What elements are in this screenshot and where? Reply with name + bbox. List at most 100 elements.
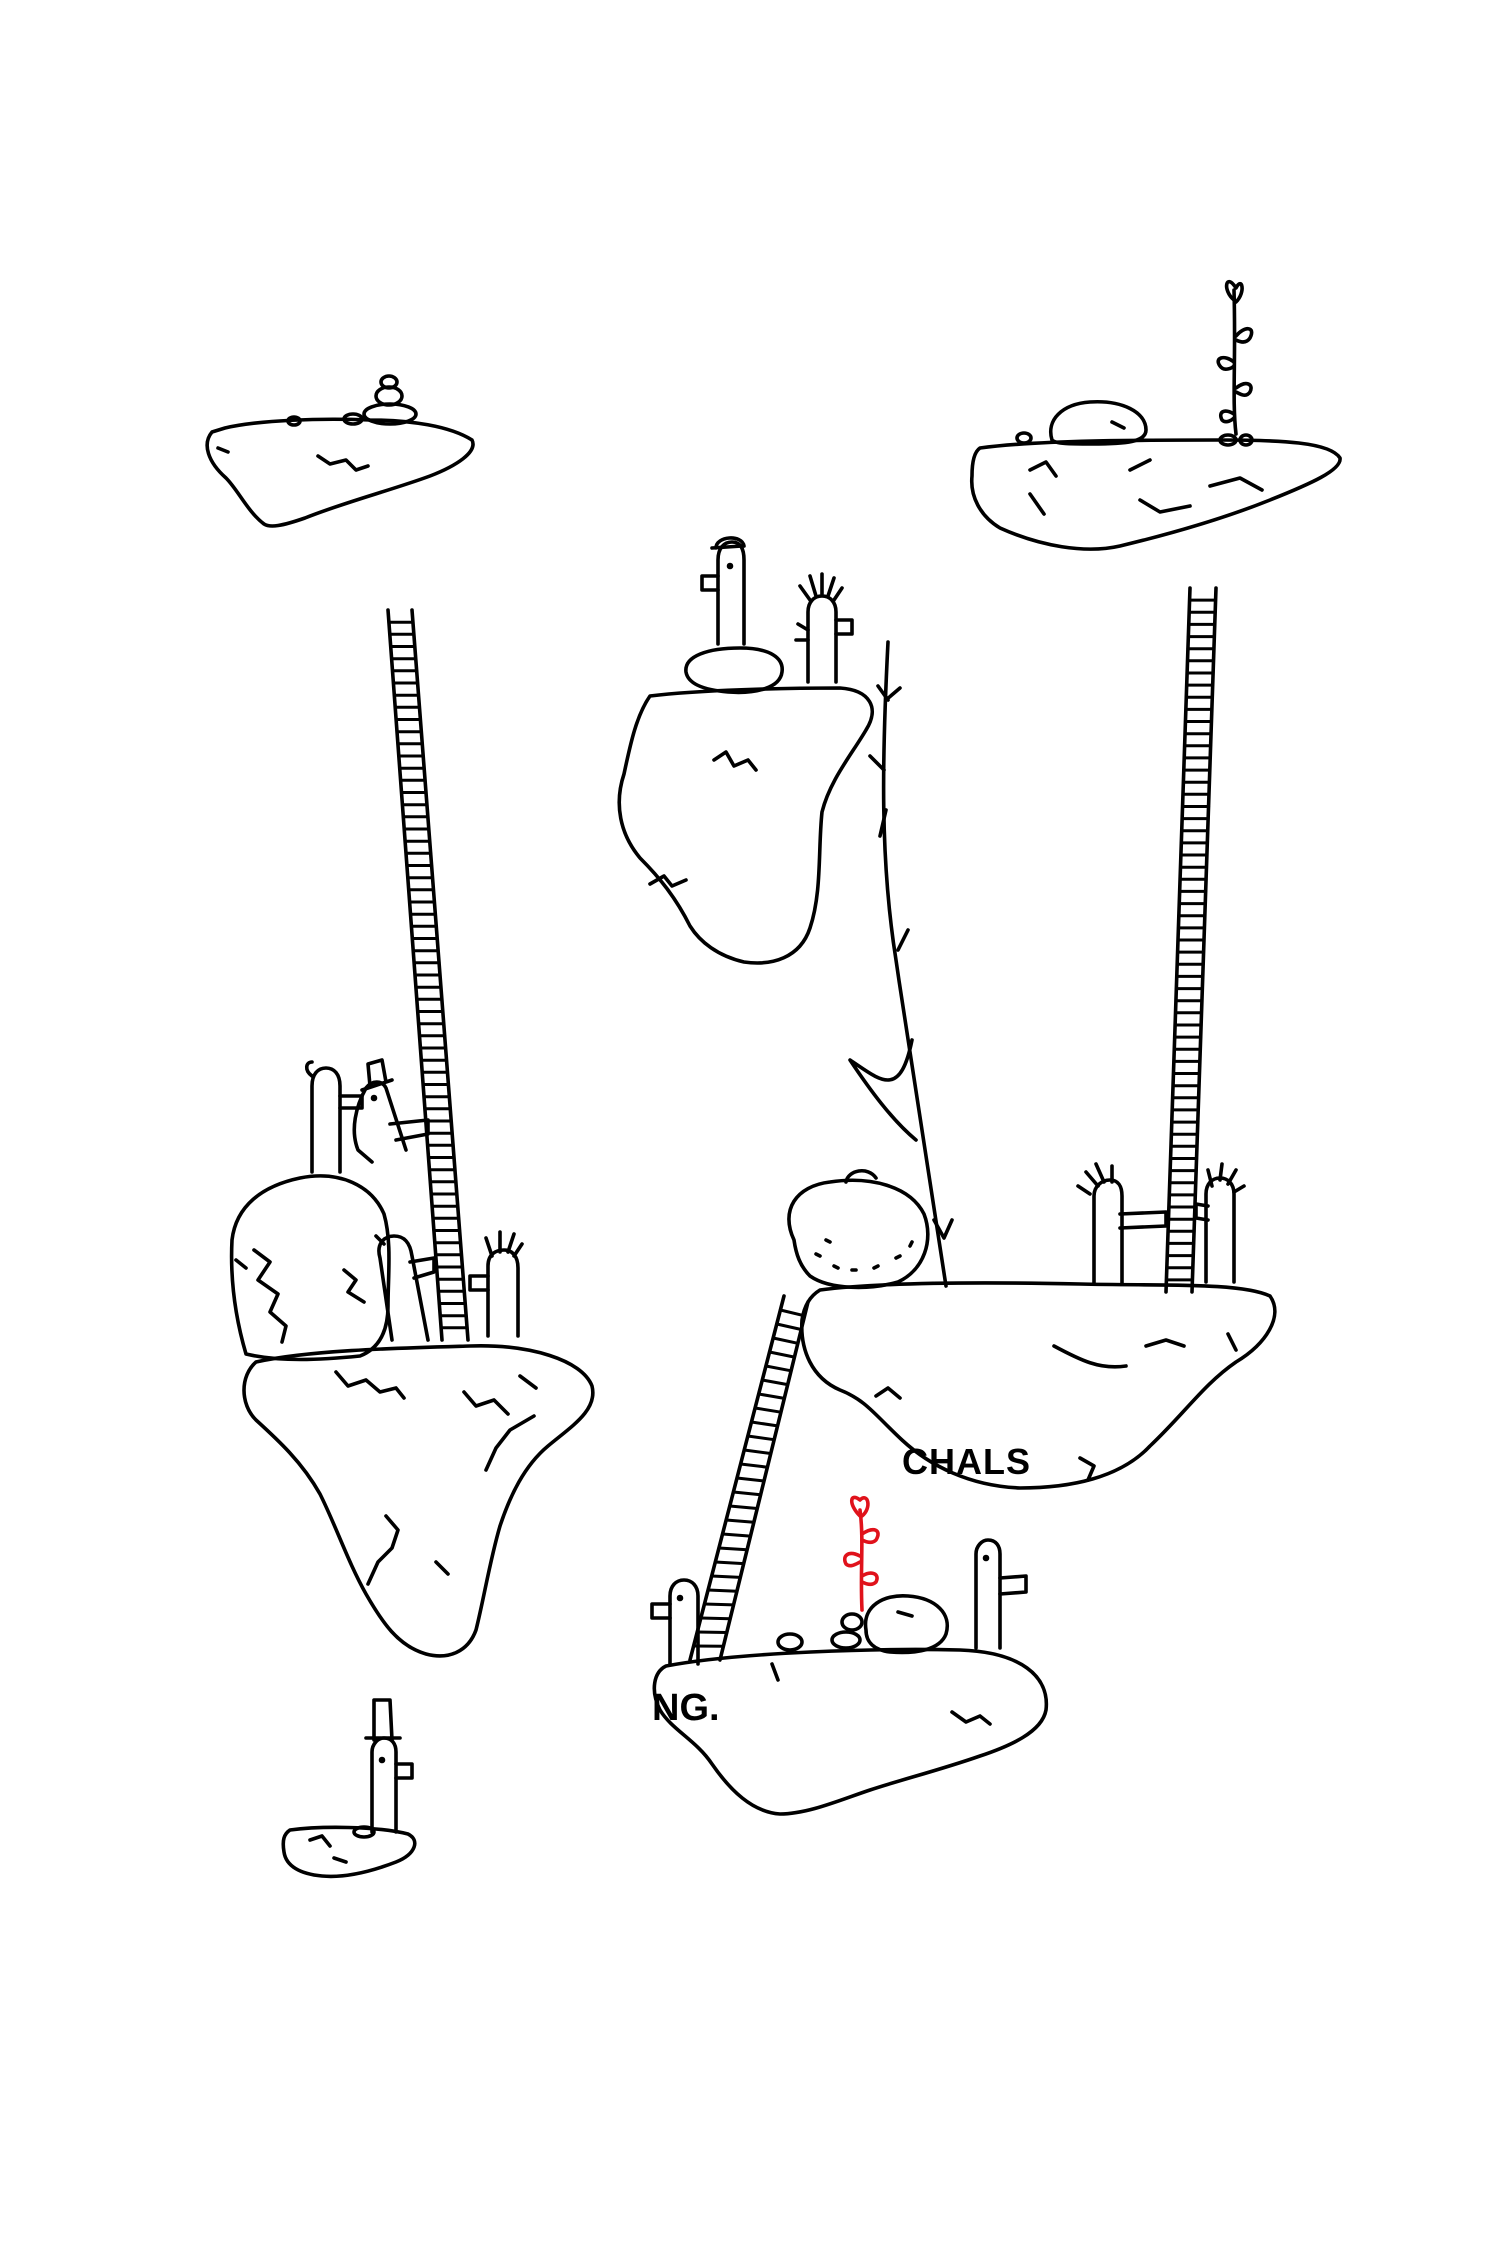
ladder-rungs [692,1308,807,1648]
small-bottom-left-island [281,1825,417,1879]
ladder-rungs [387,620,469,1330]
left-tall-ladder [386,608,470,1342]
ladder-rungs [1164,598,1218,1282]
large-boulder [229,1174,391,1362]
right-middle-island-crack [1144,1338,1186,1348]
person-body [668,1578,700,1666]
boulder-crack [896,1610,914,1618]
person-eye [370,1094,378,1102]
person-arm [794,622,810,642]
person-hair [798,572,844,602]
tall-tree [848,640,954,1288]
red-sprout-leaf [860,1571,879,1587]
top-right-island-rock [969,438,1342,551]
right-middle-island-crack [1078,1456,1096,1482]
person-body [1092,1178,1124,1286]
person-body [377,1234,430,1342]
top-middle-island-crack [712,750,758,772]
top-middle-island-crack [648,874,688,888]
right-middle-island-crack [874,1386,902,1400]
sapling-leaf [1224,279,1244,304]
person-eye [726,562,734,570]
sapling-leaf [1218,409,1236,424]
person-arm [388,1118,430,1142]
person-bottom-left [650,1578,700,1666]
pebble [342,412,364,426]
right-tall-ladder [1164,586,1218,1294]
person-hair [304,1060,314,1078]
person-hat [364,1698,402,1742]
boulder-top-stone [844,1169,878,1184]
tree-trunk [881,640,948,1288]
person-arm [1194,1202,1210,1222]
top-middle-island-rock [617,686,874,965]
right-middle-island-crack [1052,1344,1128,1369]
pebble [776,1632,804,1652]
left-middle-island-rock [242,1344,595,1658]
person-hair [484,1230,524,1258]
person-cap [710,536,746,550]
small-island-crack [332,1856,348,1864]
person-spiky-hair [794,572,854,684]
tree-branch [884,686,902,702]
person-body [486,1248,520,1338]
red-sprout-leaf [849,1495,870,1518]
person-nose [468,1274,490,1292]
person-nose [338,1094,364,1110]
top-left-island-crack [316,454,370,472]
small-island-crack [308,1834,332,1848]
pebble [1015,431,1033,445]
person-eye [676,1594,684,1602]
person-body [310,1066,342,1174]
pebble [1238,433,1254,447]
person-hair [374,1234,386,1246]
pebble [830,1630,862,1650]
person-holding-ladder-right [1194,1162,1246,1284]
boulder [863,1594,949,1655]
person-eye [982,1554,990,1562]
tree-branch [932,1218,954,1240]
right-middle-island-rock [800,1281,1277,1490]
round-boulder [787,1178,930,1290]
boulder-shading [1110,420,1126,430]
sapling-leaf [1234,381,1253,397]
person-holding-ladder-left [1076,1162,1168,1286]
person-body [974,1538,1002,1650]
tree-branch [896,928,910,952]
sapling-stem [1232,288,1238,436]
left-middle-island-crack [462,1390,510,1416]
right-middle-island-crack [1226,1332,1238,1352]
pebble [1218,433,1238,447]
middle-island-text: CHALS [902,1441,1031,1482]
person-bottom-right [974,1538,1028,1650]
top-middle-island [617,646,874,965]
person-tall-hat [364,1698,414,1834]
pebble [352,1825,376,1839]
bottom-island-crack [950,1710,992,1726]
tree-branch [878,808,888,838]
balanced-stone [684,646,784,695]
person-hat [360,1058,394,1092]
top-right-island-crack [1208,476,1264,492]
person-eye [378,1756,386,1764]
top-left-island [205,374,475,528]
person-with-cap [700,536,746,646]
person-nose [700,574,720,592]
red-sprout-leaf [860,1527,880,1545]
left-middle-island-crack [434,1560,450,1576]
person-hair [1206,1162,1246,1194]
person-arm [1118,1210,1168,1230]
red-sprout [843,1495,880,1612]
left-middle-island-crack [518,1374,538,1390]
person-on-boulder [304,1060,364,1174]
boulder-dots [814,1238,914,1272]
person-body [806,594,838,684]
left-middle-island-crack [484,1414,536,1472]
top-right-island-crack [1138,498,1192,514]
person-nose [394,1762,414,1780]
tree-branch [848,1038,918,1142]
left-middle-island-crack [366,1514,400,1586]
top-right-island [969,279,1342,551]
cairn-stone-top [379,374,399,390]
